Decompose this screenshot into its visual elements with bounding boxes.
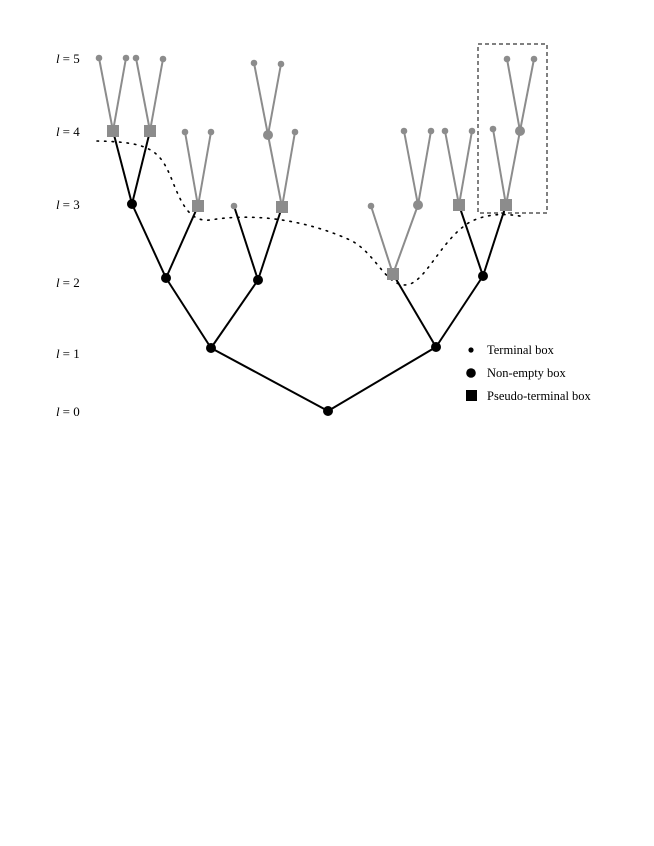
non-empty-node — [127, 199, 137, 209]
edge — [112, 130, 133, 205]
edge — [98, 57, 114, 132]
edge — [210, 347, 329, 412]
terminal-node — [367, 202, 375, 210]
edge — [267, 134, 283, 208]
edge — [327, 346, 437, 412]
edge — [370, 205, 394, 275]
pseudo-terminal-node — [387, 268, 399, 280]
non-empty-legend-icon — [466, 368, 476, 378]
edge — [417, 130, 432, 206]
edge — [149, 58, 164, 132]
non-empty-node — [253, 275, 263, 285]
terminal-node — [291, 128, 299, 136]
terminal-node — [132, 54, 140, 62]
edge — [233, 205, 259, 281]
terminal-node — [503, 55, 511, 63]
edge — [492, 128, 507, 206]
terminal-node — [441, 127, 449, 135]
non-empty-node — [478, 271, 488, 281]
gray-squares — [107, 125, 512, 280]
terminal-node — [489, 125, 497, 133]
terminal-node — [230, 202, 238, 210]
edge — [257, 206, 283, 281]
pseudo-terminal-node — [453, 199, 465, 211]
non-empty-node — [515, 126, 525, 136]
terminal-node — [122, 54, 130, 62]
edge — [392, 273, 437, 348]
terminal-node — [95, 54, 103, 62]
edge — [135, 57, 151, 132]
edge — [458, 130, 473, 206]
edge — [112, 57, 127, 132]
non-empty-node — [161, 273, 171, 283]
edge — [165, 277, 212, 349]
non-empty-node — [206, 343, 216, 353]
level-label-0: l= 0 — [56, 404, 80, 419]
level-label-5: l= 5 — [56, 51, 80, 66]
edge — [435, 275, 484, 348]
pseudo-terminal-legend-icon — [466, 390, 477, 401]
edge — [210, 279, 259, 349]
edge — [444, 130, 460, 206]
level-label-3: l= 3 — [56, 197, 80, 212]
pseudo-terminal-node — [144, 125, 156, 137]
edge — [458, 204, 484, 277]
terminal-node — [427, 127, 435, 135]
edge — [131, 203, 167, 279]
non-empty-node — [413, 200, 423, 210]
edge — [184, 131, 199, 207]
terminal-node — [159, 55, 167, 63]
terminal-legend-icon — [468, 347, 474, 353]
legend-pseudo-terminal-label: Pseudo-terminal box — [487, 389, 592, 403]
terminal-node — [277, 60, 285, 68]
edge — [519, 58, 535, 132]
black-nodes — [127, 199, 488, 416]
edge — [131, 130, 151, 205]
edge — [505, 130, 521, 206]
gray-terminal-dots — [95, 54, 538, 210]
edge — [165, 205, 199, 279]
gray-medium-nodes — [263, 126, 525, 210]
terminal-node — [181, 128, 189, 136]
level-label-1: l= 1 — [56, 346, 80, 361]
non-empty-node — [431, 342, 441, 352]
terminal-node — [468, 127, 476, 135]
edge — [197, 131, 212, 207]
level-label-4: l= 4 — [56, 124, 80, 139]
edge — [482, 204, 507, 277]
black-edges — [112, 130, 507, 412]
terminal-node — [400, 127, 408, 135]
pseudo-terminal-node — [276, 201, 288, 213]
pseudo-terminal-node — [500, 199, 512, 211]
edge — [403, 130, 419, 206]
gray-edges — [98, 57, 535, 275]
pseudo-terminal-node — [107, 125, 119, 137]
non-empty-node — [263, 130, 273, 140]
level-label-2: l= 2 — [56, 275, 80, 290]
highlight-box — [477, 43, 548, 214]
edge — [392, 204, 419, 275]
non-empty-node — [323, 406, 333, 416]
terminal-node — [530, 55, 538, 63]
terminal-node — [207, 128, 215, 136]
edge — [253, 62, 269, 136]
legend-terminal-label: Terminal box — [487, 343, 555, 357]
level-labels: l= 5 l= 4 l= 3 l= 2 l= 1 l= 0 — [56, 51, 80, 419]
legend: Terminal box Non-empty box Pseudo-termin… — [466, 343, 592, 403]
pseudo-terminal-node — [192, 200, 204, 212]
edge — [281, 131, 296, 208]
edge — [267, 63, 282, 136]
terminal-node — [250, 59, 258, 67]
edge — [506, 58, 521, 132]
legend-non-empty-label: Non-empty box — [487, 366, 567, 380]
